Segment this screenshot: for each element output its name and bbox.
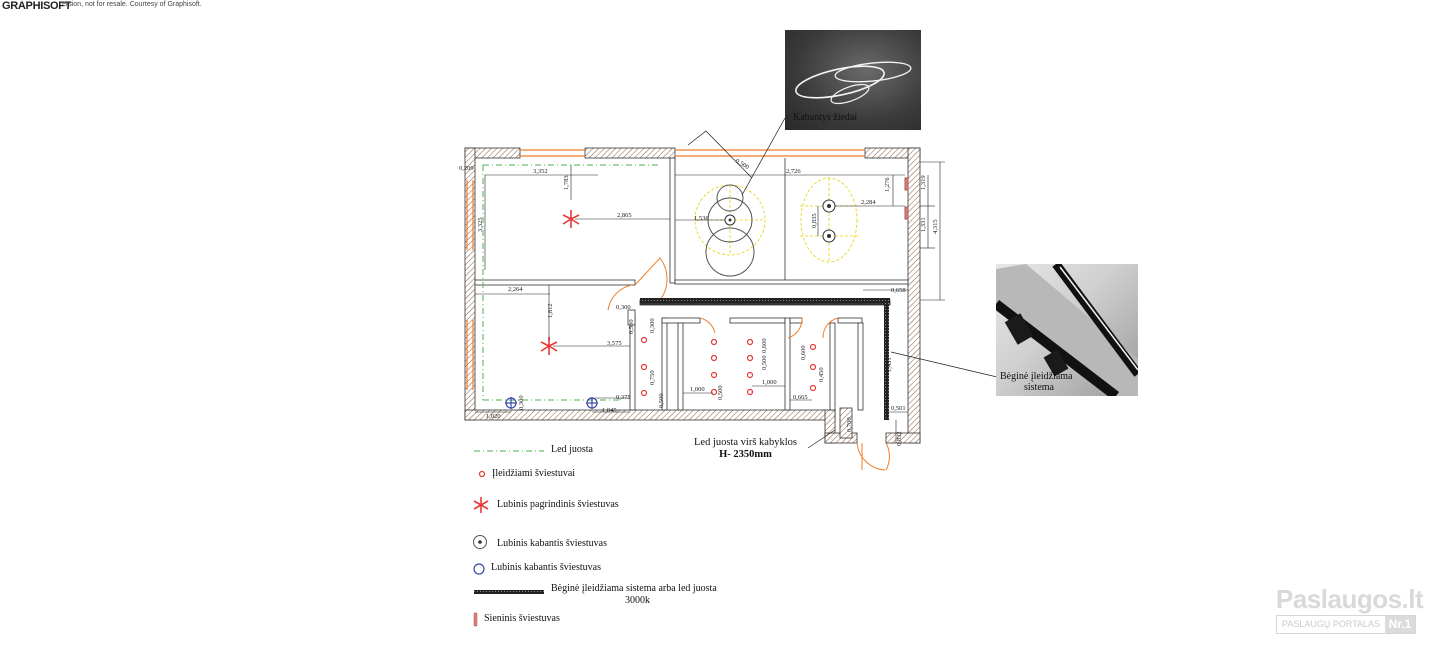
legend-pendant-label-2: Lubinis kabantis šviestuvas <box>491 562 601 573</box>
watermark-sub: PASLAUGŲ PORTALAS <box>1282 619 1381 629</box>
watermark-main: Paslaugos.lt <box>1276 584 1424 614</box>
dim-0375: 0,375 <box>616 394 631 401</box>
dim-0750: 0,750 <box>649 370 656 385</box>
dim-0600b: 0,600 <box>800 345 807 360</box>
dim-3575: 3,575 <box>607 340 622 347</box>
license-note: ersion, not for resale. Courtesy of Grap… <box>62 1 202 8</box>
legend-recessed-label: Įleidžiami šviestuvai <box>492 468 576 479</box>
dim-0500a: 0,500 <box>658 393 665 408</box>
dim-1812: 1,812 <box>547 303 554 318</box>
dim-1331: 1,331 <box>920 217 927 232</box>
dim-4315: 4,315 <box>932 219 939 234</box>
legend-symbols <box>473 450 544 627</box>
watermark-sub-box: PASLAUGŲ PORTALAS Nr.1 <box>1276 615 1416 634</box>
wall-lights <box>904 177 909 220</box>
watermark-badge: Nr.1 <box>1385 615 1415 633</box>
dim-1045: 1,045 <box>602 407 617 414</box>
led-strips <box>482 164 660 401</box>
dim-2726: 2,726 <box>786 168 801 175</box>
graphisoft-logo: GRAPHISOFT <box>2 0 72 12</box>
legend-track-label-2: 3000k <box>625 595 650 606</box>
dim-0500e: 0,500 <box>734 158 750 171</box>
blue-pendants <box>505 397 598 409</box>
dim-0500d: 0,500 <box>628 319 635 334</box>
dim-0658: 0,658 <box>891 287 906 294</box>
dim-0700: 0,700 <box>846 417 853 432</box>
dim-0450: 0,450 <box>818 367 825 382</box>
dim-3352: 3,352 <box>533 168 548 175</box>
dim-1276: 1,276 <box>884 177 891 192</box>
pendant-rings-photo: Kabantys žiedai <box>785 30 921 130</box>
dim-0500c: 0,500 <box>761 355 768 370</box>
dim-2264: 2,264 <box>508 286 523 293</box>
legend-main-ceiling-label: Lubinis pagrindinis šviestuvas <box>497 499 619 510</box>
wardrobe-led-line1: Led juosta virš kabyklos <box>694 437 797 448</box>
recessed-spots <box>640 336 817 397</box>
dim-2284: 2,284 <box>861 199 876 206</box>
dim-1431: 1,431 <box>886 357 893 372</box>
dim-1319: 1,319 <box>920 175 927 190</box>
dim-0500b: 0,500 <box>717 385 724 400</box>
wardrobe-led-note: Led juosta virš kabyklos H- 2350mm <box>694 437 797 461</box>
dim-0600a: 0,600 <box>761 338 768 353</box>
leader-lines <box>687 117 998 449</box>
track-system-photo <box>996 264 1138 396</box>
dim-1536: 1,536 <box>694 215 709 222</box>
main-ceiling-fixtures <box>540 210 580 355</box>
dim-2865: 2,865 <box>617 212 632 219</box>
wardrobe-led-height: H- 2350mm <box>719 449 772 460</box>
legend-led-label: Led juosta <box>551 444 593 455</box>
dim-3325: 3,325 <box>477 217 484 232</box>
dim-1020: 1,020 <box>486 413 501 420</box>
track-caption-line2: sistema <box>1024 382 1054 393</box>
dim-1000b: 1,000 <box>762 379 777 386</box>
dim-0832: 0,832 <box>896 431 903 446</box>
watermark-logo: Paslaugos.lt PASLAUGŲ PORTALAS Nr.1 <box>1276 584 1424 634</box>
dim-0300c: 0,300 <box>518 395 525 410</box>
rings-caption: Kabantys žiedai <box>793 112 858 123</box>
windows <box>466 149 865 390</box>
doors <box>607 257 890 471</box>
pendant-fixtures <box>724 199 836 243</box>
track-lighting <box>640 298 890 420</box>
exterior-walls <box>464 147 921 444</box>
dim-1783: 1,783 <box>563 175 570 190</box>
legend-wall-label: Sieninis šviestuvas <box>484 613 560 624</box>
dimension-lines <box>475 161 945 443</box>
dim-0300b: 0,300 <box>649 318 656 333</box>
track-illustration <box>996 264 1138 396</box>
dim-0300a: 0,300 <box>616 304 631 311</box>
dim-0835: 0,835 <box>811 213 818 228</box>
interior-walls <box>474 157 909 411</box>
dim-0501: 0,501 <box>891 405 906 412</box>
dim-1000a: 1,000 <box>690 386 705 393</box>
legend-pendant-label-1: Lubinis kabantis šviestuvas <box>497 538 607 549</box>
dim-0665: 0,665 <box>793 394 808 401</box>
legend-track-label-1: Bėginė įleidžiama sistema arba led juost… <box>551 583 717 594</box>
dim-0209: 0,209 <box>459 165 474 172</box>
rings-illustration <box>795 61 912 105</box>
track-caption-line1: Bėginė įleidžiama <box>1000 371 1073 382</box>
